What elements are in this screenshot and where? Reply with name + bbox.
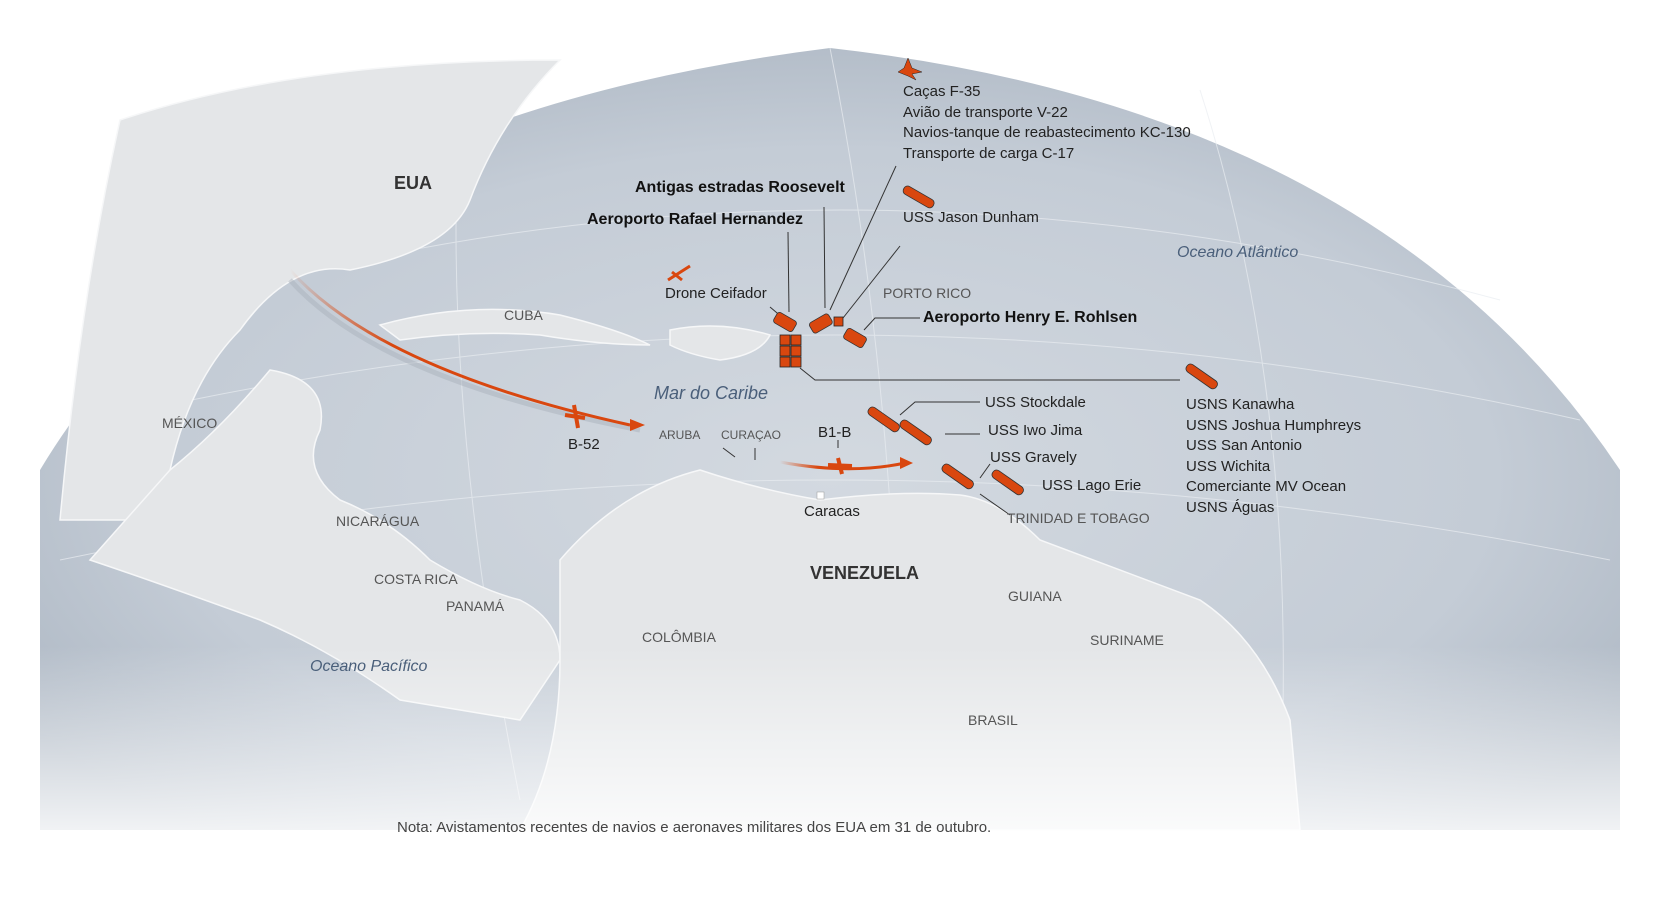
- fleet-list: USNS Kanawha USNS Joshua Humphreys USS S…: [1186, 395, 1361, 518]
- b1b-icon: [827, 457, 853, 475]
- label-costa-rica: COSTA RICA: [374, 571, 458, 587]
- fleet-item: USNS Águas: [1186, 498, 1275, 516]
- label-lago-erie: USS Lago Erie: [1042, 477, 1142, 494]
- fleet-item: USNS Joshua Humphreys: [1186, 416, 1362, 434]
- arrow-b1b: [779, 457, 913, 471]
- aircraft-item: Transporte de carga C-17: [903, 144, 1075, 162]
- fleet-item: USS San Antonio: [1186, 437, 1302, 454]
- drone-icon: [667, 264, 691, 282]
- base-marker: [779, 334, 791, 346]
- label-b1b: B1-B: [818, 424, 852, 441]
- label-colombia: COLÔMBIA: [642, 629, 716, 645]
- aircraft-list: Caças F-35 Avião de transporte V-22 Navi…: [903, 82, 1191, 164]
- label-venezuela: VENEZUELA: [810, 563, 920, 583]
- label-b52: B-52: [568, 436, 600, 453]
- label-jason-dunham: USS Jason Dunham: [903, 209, 1039, 226]
- f35-icon: [897, 57, 923, 81]
- label-guiana: GUIANA: [1008, 588, 1062, 604]
- ship-icons: [773, 185, 1218, 496]
- leader-lines: [722, 165, 1180, 516]
- label-curacao: CURAÇAO: [721, 428, 782, 442]
- label-panama: PANAMÁ: [446, 598, 505, 614]
- label-henry-rohlsen: Aeroporto Henry E. Rohlsen: [923, 309, 1138, 326]
- label-roosevelt: Antigas estradas Roosevelt: [635, 179, 845, 196]
- label-brasil: BRASIL: [968, 712, 1018, 728]
- b52-icon: [564, 404, 586, 429]
- site-markers: [779, 316, 844, 368]
- aircraft-item: Navios-tanque de reabastecimento KC-130: [903, 124, 1191, 141]
- label-oceano-atlantico: Oceano Atlântico: [1177, 244, 1299, 261]
- label-stockdale: USS Stockdale: [985, 394, 1086, 411]
- caracas-marker: [816, 491, 825, 500]
- label-suriname: SURINAME: [1090, 632, 1164, 648]
- fleet-item: USNS Kanawha: [1186, 396, 1295, 413]
- label-mexico: MÉXICO: [162, 415, 218, 431]
- footnote: Nota: Avistamentos recentes de navios e …: [397, 819, 992, 836]
- aircraft-item: Avião de transporte V-22: [903, 103, 1068, 121]
- label-iwo-jima: USS Iwo Jima: [988, 422, 1083, 439]
- fleet-item: USS Wichita: [1186, 457, 1271, 475]
- label-porto-rico: PORTO RICO: [883, 285, 972, 301]
- fleet-item: Comerciante MV Ocean: [1186, 478, 1347, 495]
- label-gravely: USS Gravely: [990, 449, 1077, 466]
- label-eua: EUA: [394, 173, 433, 193]
- label-caracas: Caracas: [804, 503, 860, 520]
- aircraft-icons: [564, 57, 923, 500]
- label-mar-caribe: Mar do Caribe: [654, 383, 769, 403]
- ship-icon: [902, 185, 935, 209]
- aircraft-item: Caças F-35: [903, 83, 981, 100]
- label-oceano-pacifico: Oceano Pacífico: [310, 658, 428, 675]
- label-aruba: ARUBA: [659, 428, 701, 442]
- label-rafael-hernandez: Aeroporto Rafael Hernandez: [587, 211, 804, 228]
- label-nicaragua: NICARÁGUA: [336, 513, 420, 529]
- label-cuba: CUBA: [504, 307, 543, 323]
- label-drone: Drone Ceifador: [665, 285, 767, 302]
- label-trinidad: TRINIDAD E TOBAGO: [1007, 510, 1150, 526]
